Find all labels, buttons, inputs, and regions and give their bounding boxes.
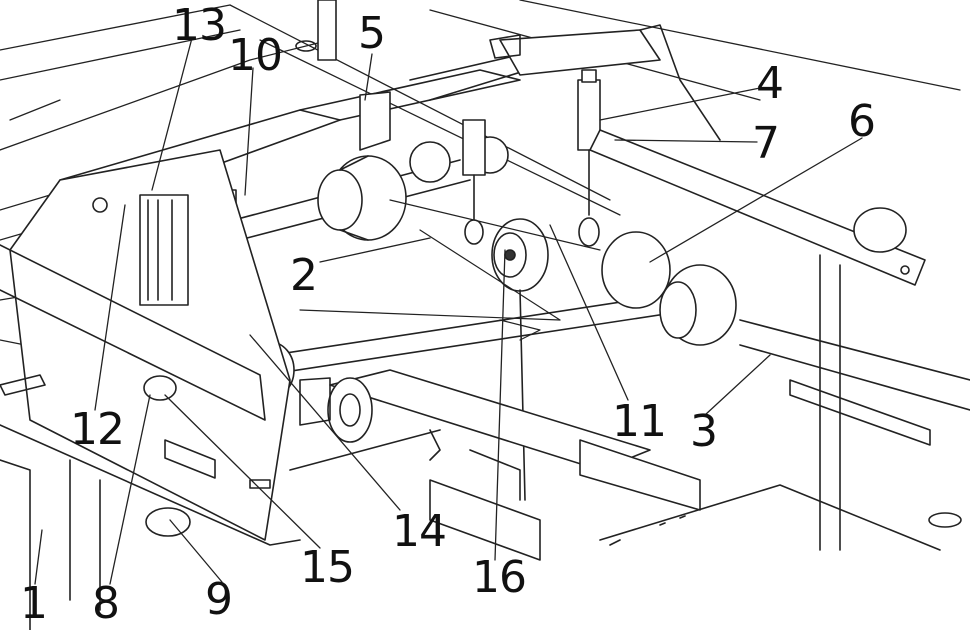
label-10: 10	[228, 34, 282, 78]
label-3: 3	[690, 410, 717, 454]
label-5: 5	[358, 12, 385, 56]
label-7: 7	[752, 122, 779, 166]
central-pulley	[492, 219, 548, 500]
label-6: 6	[848, 100, 875, 144]
label-2: 2	[290, 254, 317, 298]
label-12: 12	[70, 408, 124, 452]
top-post	[296, 0, 336, 60]
label-4: 4	[756, 62, 783, 106]
label-1: 1	[20, 582, 47, 626]
label-8: 8	[92, 582, 119, 626]
left-side-plate	[0, 150, 290, 540]
label-13: 13	[172, 4, 226, 48]
label-15: 15	[300, 546, 354, 590]
label-11: 11	[612, 400, 666, 444]
label-9: 9	[205, 578, 232, 622]
label-16: 16	[472, 556, 526, 600]
label-14: 14	[392, 510, 446, 554]
